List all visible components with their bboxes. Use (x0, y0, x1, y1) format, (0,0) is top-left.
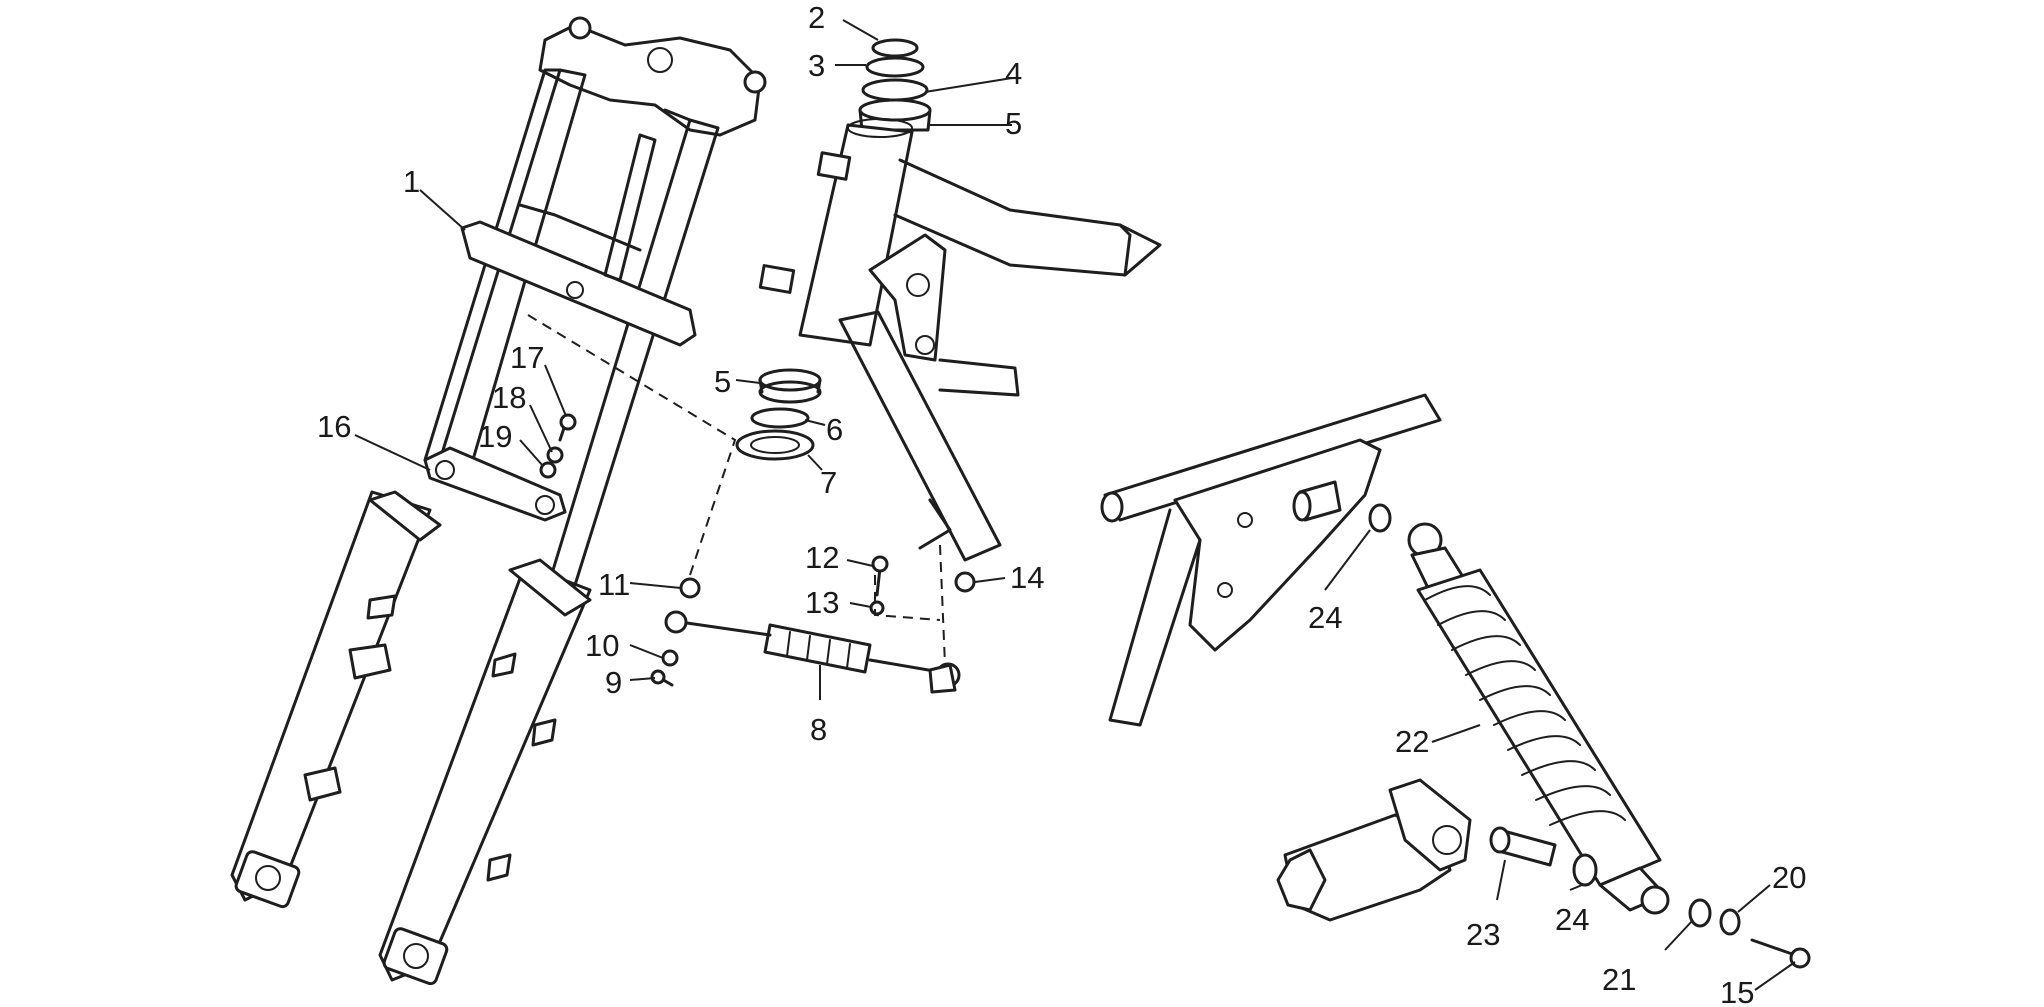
callout-5-bottom: 5 (714, 364, 731, 399)
bolt-15 (1750, 938, 1797, 957)
steering-damper (650, 555, 976, 694)
nut-14 (954, 571, 976, 593)
callout-12: 12 (805, 540, 839, 575)
callout-6: 6 (826, 412, 843, 447)
callout-18: 18 (492, 380, 526, 415)
callout-10: 10 (585, 628, 619, 663)
callout-14: 14 (1010, 560, 1044, 595)
callout-9: 9 (605, 665, 622, 700)
washer-20 (1719, 908, 1741, 936)
frame-gusset (868, 233, 947, 362)
frame-top-tube (893, 158, 1162, 277)
callout-23: 23 (1466, 917, 1500, 952)
callout-22: 22 (1395, 724, 1429, 759)
right-fender-bracket (508, 558, 592, 617)
callout-8: 8 (810, 712, 827, 747)
callout-20: 20 (1772, 860, 1806, 895)
assembly-lines (527, 314, 946, 666)
steering-head-frame (735, 38, 1162, 562)
nut-19 (539, 461, 557, 479)
rear-suspension (1100, 393, 1811, 969)
dust-seal-7 (735, 429, 815, 461)
callout-5-top: 5 (1005, 106, 1022, 141)
callout-19: 19 (478, 419, 512, 454)
crown-nut-right (743, 70, 767, 94)
washer-21 (1688, 898, 1712, 928)
top-crown (538, 23, 762, 137)
right-fork-tube (548, 118, 720, 587)
left-fender-bracket (368, 490, 442, 542)
front-fork-assembly (230, 16, 767, 986)
washer-24-upper (1368, 503, 1392, 533)
left-fork-leg (230, 490, 432, 902)
crown-nut-left (568, 16, 592, 40)
callout-24-lower: 24 (1555, 902, 1589, 937)
callout-15: 15 (1720, 975, 1754, 1007)
callout-21: 21 (1602, 962, 1636, 997)
washer-24-lower (1572, 853, 1598, 887)
damper-body-8 (763, 623, 872, 674)
lock-washer-3 (865, 56, 925, 78)
crown-stem-hole (647, 47, 673, 73)
top-cone-4 (861, 78, 929, 102)
callout-2: 2 (808, 0, 825, 35)
rear-shock-22 (1407, 522, 1670, 915)
lower-bearing-5 (758, 368, 822, 392)
callout-13: 13 (805, 585, 839, 620)
bushing-11 (679, 577, 701, 599)
lower-cone-6 (750, 407, 810, 429)
top-nut-2 (871, 38, 919, 58)
callout-7: 7 (820, 465, 837, 500)
left-axle-clamp (234, 850, 301, 909)
callout-leaders (354, 19, 1796, 991)
head-tube (798, 123, 914, 347)
callout-17: 17 (510, 340, 544, 375)
callout-3: 3 (808, 48, 825, 83)
right-axle-clamp (382, 927, 449, 986)
bolt-12 (875, 566, 882, 597)
callout-1: 1 (403, 164, 420, 199)
right-fork-leg (378, 563, 592, 982)
washer-13 (869, 600, 885, 616)
callout-24-upper: 24 (1308, 600, 1342, 635)
callout-11: 11 (598, 567, 630, 602)
callout-4: 4 (1005, 56, 1022, 91)
frame-down-tube (838, 310, 1002, 562)
washer-10 (661, 649, 679, 667)
callout-labels: 1 2 3 4 5 5 6 7 8 9 10 11 12 13 14 15 16… (317, 0, 1806, 1007)
fork-brace (423, 446, 567, 522)
callout-16: 16 (317, 409, 351, 444)
